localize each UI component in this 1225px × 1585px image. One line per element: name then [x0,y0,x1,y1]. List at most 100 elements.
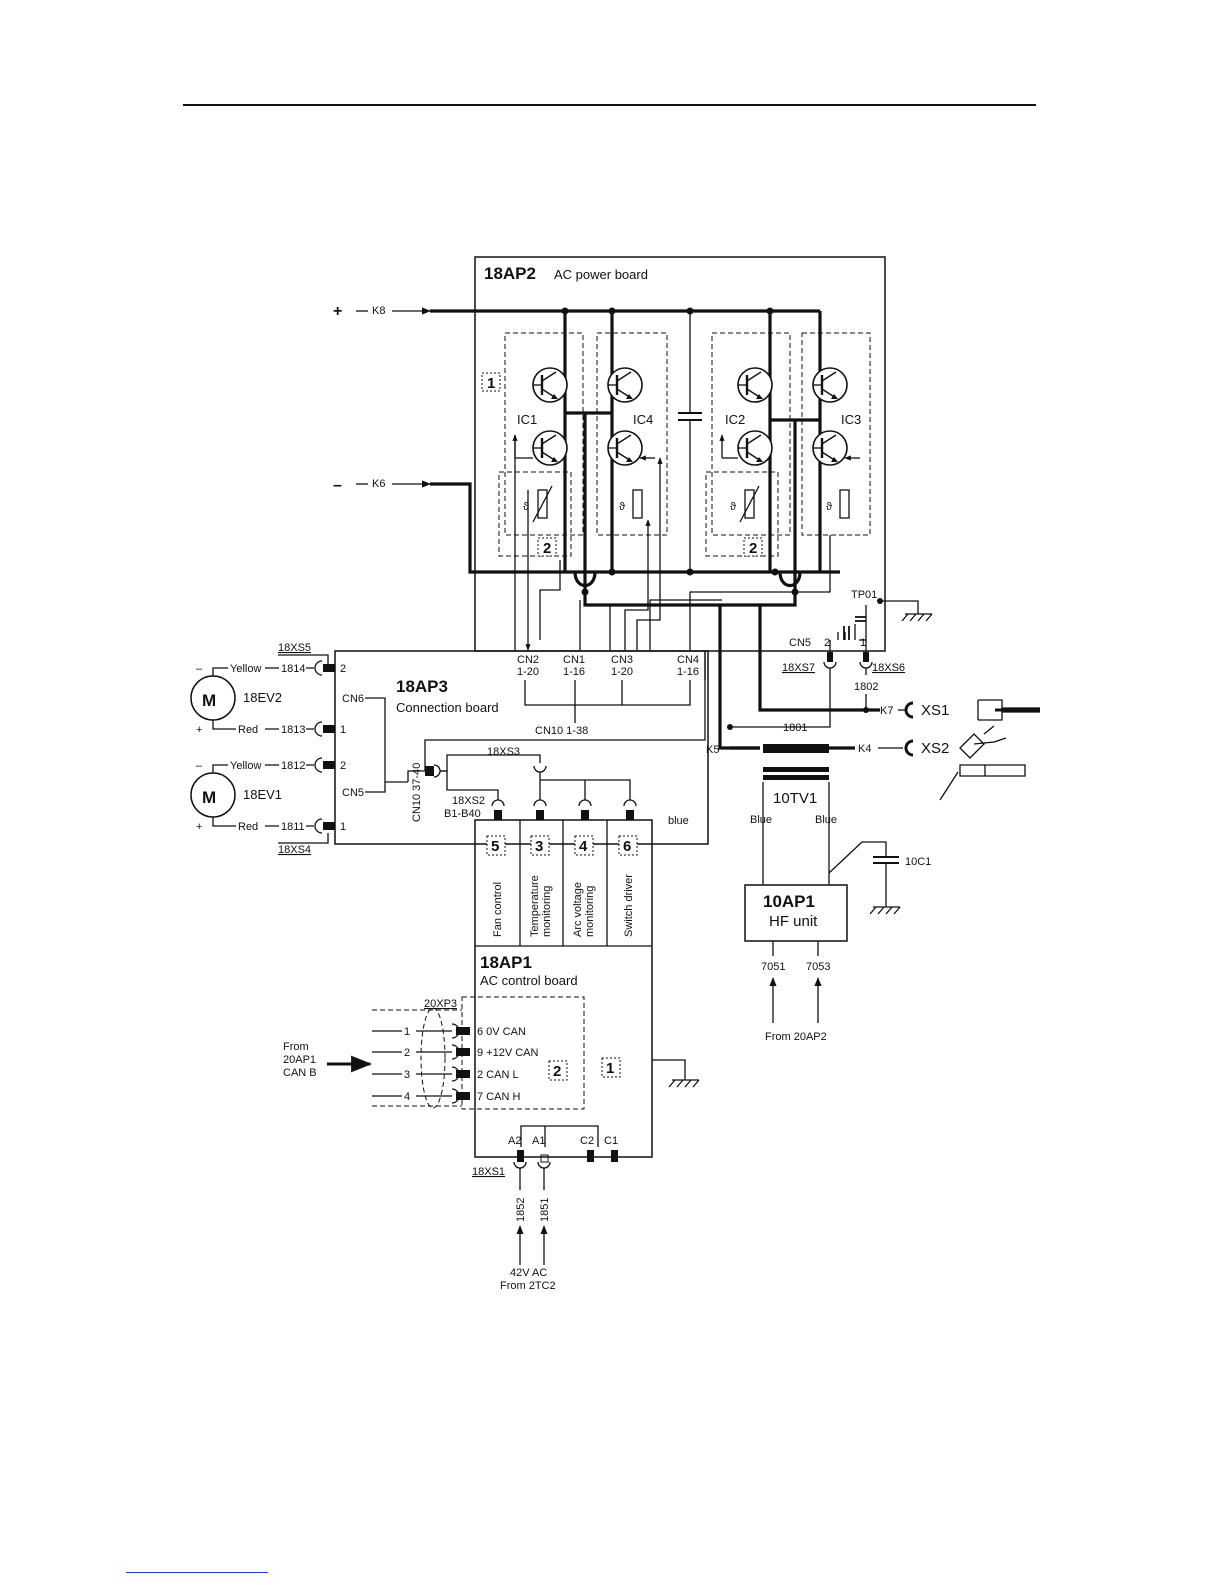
igbt-ic4-lower [606,429,644,467]
cn4-label: CN4 [677,654,699,666]
hf-unit-name: 10AP1 [763,892,815,911]
k5-label: K5 [706,744,719,756]
wire-1814: 1814 [281,663,305,675]
electrode-holder-icon [959,725,1007,759]
module-3-label: Temperaturemonitoring [529,875,553,937]
wire-7053: 7053 [806,961,830,973]
igbt-ic3-lower [811,429,849,467]
torch-connector-icon [977,699,1040,721]
xs2-plug-pins: B1-B40 [444,808,481,820]
xs1-label: XS1 [921,702,949,719]
xs2-plug-label: 18XS2 [452,795,485,807]
motor-18ev2-plus: + [196,724,202,736]
cn6-pin-1: 1 [340,724,346,736]
thermistor-ic1: ϑ [523,501,529,513]
can-wire-4: 4 [404,1091,410,1103]
ap3-board-desc: Connection board [396,700,499,715]
ap1-region-2: 2 [553,1063,561,1080]
motor-18ev2-bot-color: Red [238,724,258,736]
k7-label: K7 [880,705,893,717]
can-from-bus: CAN B [283,1067,317,1079]
cn5-ap3-label: CN5 [342,787,364,799]
ground-ap2-icon [901,613,933,622]
ap1-pin-c2: C2 [580,1135,594,1147]
cn2-label: CN2 [517,654,539,666]
igbt-ic1-upper [531,366,569,404]
ap2-region-2b: 2 [749,540,757,557]
cn5-pin2: 2 [824,637,830,649]
can-pin-canh: 7 CAN H [477,1091,520,1103]
transformer-left-wire: Blue [750,814,772,826]
xs7-label: 18XS7 [782,662,815,674]
module-6-number: 6 [623,838,631,855]
ap1-pin-a2: A2 [508,1135,521,1147]
motor-18ev1-plus: + [196,821,202,833]
hf-wires-source: From 20AP2 [765,1031,827,1043]
can-wire-1: 1 [404,1026,410,1038]
k6-label: K6 [372,478,385,490]
can-wire-2: 2 [404,1047,410,1059]
ic2-label: IC2 [725,412,745,427]
xs5-label: 18XS5 [278,642,311,654]
wire-1811: 1811 [281,821,305,833]
motor-18ev2-glyph: M [202,691,216,710]
cn4-pins: 1-16 [677,666,699,678]
ground-ap1-icon [668,1079,700,1088]
blue-wire-label: blue [668,815,689,827]
supply-source: From 2TC2 [500,1280,556,1292]
tp01-label: TP01 [851,589,877,601]
ic3-label: IC3 [841,412,861,427]
cn5-pin-2: 2 [340,760,346,772]
ap1-board-name: 18AP1 [480,953,532,972]
cn5-pin-1: 1 [340,821,346,833]
capacitor-label: 10C1 [905,856,931,868]
plus-sign: + [333,303,342,320]
module-6-label: Switch driver [623,874,635,937]
cn6-pin-2: 2 [340,663,346,675]
motor-18ev1-name: 18EV1 [243,787,282,802]
cn5-pin1: 1 [860,637,866,649]
ic4-label: IC4 [633,412,653,427]
cn10-upper-label: CN10 1-38 [535,725,588,737]
thermistor-ic3: ϑ [826,501,832,513]
can-cable-shield [420,1007,446,1109]
module-5-label: Fan control [492,882,504,937]
cn2-pins: 1-20 [517,666,539,678]
cn3-pins: 1-20 [611,666,633,678]
negative-bus [430,482,840,574]
module-3-number: 3 [535,838,543,855]
can-from-label: From [283,1041,309,1053]
igbt-ic2-lower [736,429,774,467]
xs1-output-wire [758,605,880,712]
motor-18ev1-glyph: M [202,788,216,807]
cn5-ap2-label: CN5 [789,637,811,649]
wire-1801: 1801 [783,722,807,734]
wire-1851: 1851 [539,1198,551,1222]
k8-label: K8 [372,305,385,317]
module-5-number: 5 [491,838,499,855]
motor-18ev1-minus: – [196,760,203,772]
cn1-label: CN1 [563,654,585,666]
ap3-board-name: 18AP3 [396,677,448,696]
cn1-pins: 1-16 [563,666,585,678]
xs1-ap1-label: 18XS1 [472,1166,505,1178]
motor-18ev2-top-color: Yellow [230,663,261,675]
wire-7051: 7051 [761,961,785,973]
igbt-ic2-upper [736,366,774,404]
motor-18ev2-name: 18EV2 [243,690,282,705]
module-4-label: Arc voltagemonitoring [572,882,596,937]
ap1-pin-a1: A1 [532,1135,545,1147]
thermistor-ic4: ϑ [619,501,625,513]
transformer-name: 10TV1 [773,790,817,807]
footer-link-rule [126,1572,268,1573]
ap2-board-desc: AC power board [554,267,648,282]
ap2-region-2a: 2 [543,540,551,557]
ap1-region-1: 1 [606,1060,614,1077]
wire-1802: 1802 [854,681,878,693]
xs4-label: 18XS4 [278,844,311,856]
transformer-primary [763,744,829,753]
transformer-right-wire: Blue [815,814,837,826]
xs2-label: XS2 [921,740,949,757]
minus-sign: – [333,477,342,494]
